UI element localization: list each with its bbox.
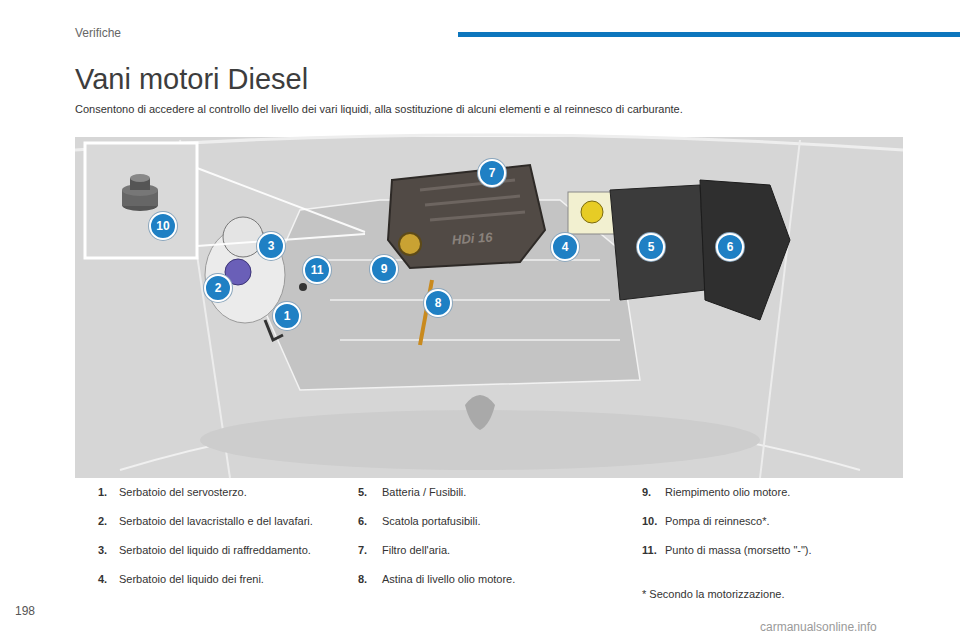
callout-number: 9 <box>370 255 398 283</box>
legend-number: 10. <box>642 515 657 528</box>
legend-number: 2. <box>98 515 107 528</box>
callout-number: 3 <box>257 232 285 260</box>
legend-number: 8. <box>358 573 367 586</box>
legend-number: 1. <box>98 486 107 499</box>
section-header: Verifiche <box>75 26 121 40</box>
callout-number: 6 <box>716 233 744 261</box>
legend-text: Filtro dell'aria. <box>382 544 450 557</box>
legend-text: Serbatoio del liquido dei freni. <box>119 573 264 586</box>
legend-number: 11. <box>642 544 657 557</box>
legend-text: Punto di massa (morsetto "-"). <box>665 544 812 557</box>
engine-cover <box>388 165 545 268</box>
legend-text: Pompa di reinnesco*. <box>665 515 770 528</box>
callout-number: 7 <box>478 159 506 187</box>
logo-lion <box>465 395 495 430</box>
legend-text: Riempimento olio motore. <box>665 486 790 499</box>
intro-text: Consentono di accedere al controllo del … <box>75 103 683 116</box>
legend-number: 9. <box>642 486 651 499</box>
legend-text: Serbatoio del servosterzo. <box>119 486 247 499</box>
legend-text: Scatola portafusibili. <box>382 515 480 528</box>
legend-number: 5. <box>358 486 367 499</box>
legend-text: Batteria / Fusibili. <box>382 486 466 499</box>
callout-number: 5 <box>637 233 665 261</box>
callout-number: 4 <box>551 233 579 261</box>
engine-cover-text: HDi 16 <box>452 230 493 248</box>
callout-number: 8 <box>424 289 452 317</box>
callout-number: 10 <box>149 212 177 240</box>
page-number: 198 <box>15 604 35 618</box>
footnote: * Secondo la motorizzazione. <box>642 588 784 601</box>
legend-text: Serbatoio del lavacristallo e del lavafa… <box>119 515 313 528</box>
legend-text: Serbatoio del liquido di raffreddamento. <box>119 544 311 557</box>
legend-text: Astina di livello olio motore. <box>382 573 515 586</box>
callout-number: 1 <box>273 302 301 330</box>
watermark: carmanualsonline.info <box>760 620 877 634</box>
inset-frame <box>85 143 197 258</box>
legend-number: 4. <box>98 573 107 586</box>
legend-number: 6. <box>358 515 367 528</box>
legend-number: 3. <box>98 544 107 557</box>
page-title: Vani motori Diesel <box>75 62 308 97</box>
callout-number: 11 <box>303 256 331 284</box>
legend-number: 7. <box>358 544 367 557</box>
illustration-ground <box>75 137 903 478</box>
callout-number: 2 <box>204 274 232 302</box>
header-bar <box>458 32 960 37</box>
